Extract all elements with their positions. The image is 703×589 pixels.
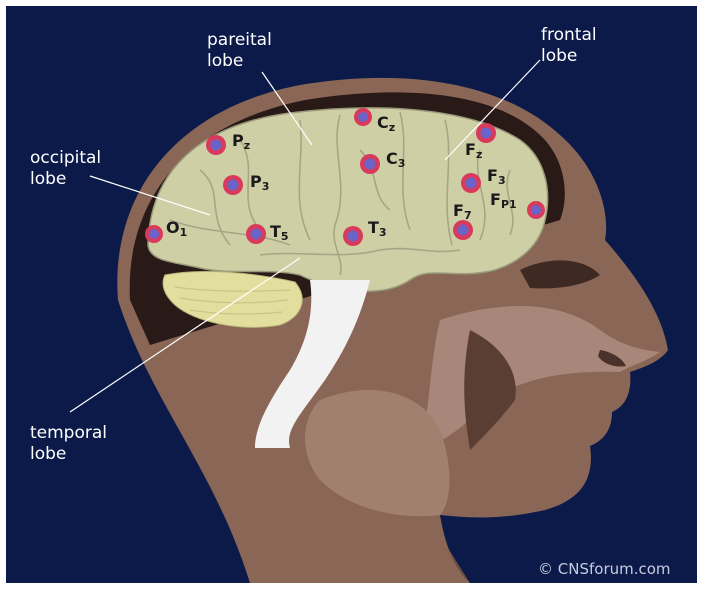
electrode-f3-core <box>466 178 477 189</box>
electrode-f7-core <box>458 225 469 236</box>
electrode-fp1-core <box>531 205 541 215</box>
credit-text: © CNSforum.com <box>538 560 671 578</box>
electrode-t5-core <box>251 229 262 240</box>
label-temporal-line2: lobe <box>30 444 66 464</box>
label-temporal-line1: temporal <box>30 423 107 443</box>
label-parietal-line2: lobe <box>207 51 243 71</box>
electrode-pz-core <box>211 140 222 151</box>
label-frontal-line1: frontal <box>541 25 597 45</box>
electrode-c3-core <box>365 159 376 170</box>
label-occipital-line2: lobe <box>30 169 66 189</box>
label-frontal-line2: lobe <box>541 46 577 66</box>
electrode-t3-core <box>348 231 359 242</box>
electrode-p3-core <box>228 180 239 191</box>
label-parietal-line1: pareital <box>207 30 272 50</box>
electrode-fz-core <box>481 128 492 139</box>
electrode-o1-core <box>149 229 159 239</box>
label-occipital-line1: occipital <box>30 148 101 168</box>
electrode-cz-core <box>358 112 368 122</box>
